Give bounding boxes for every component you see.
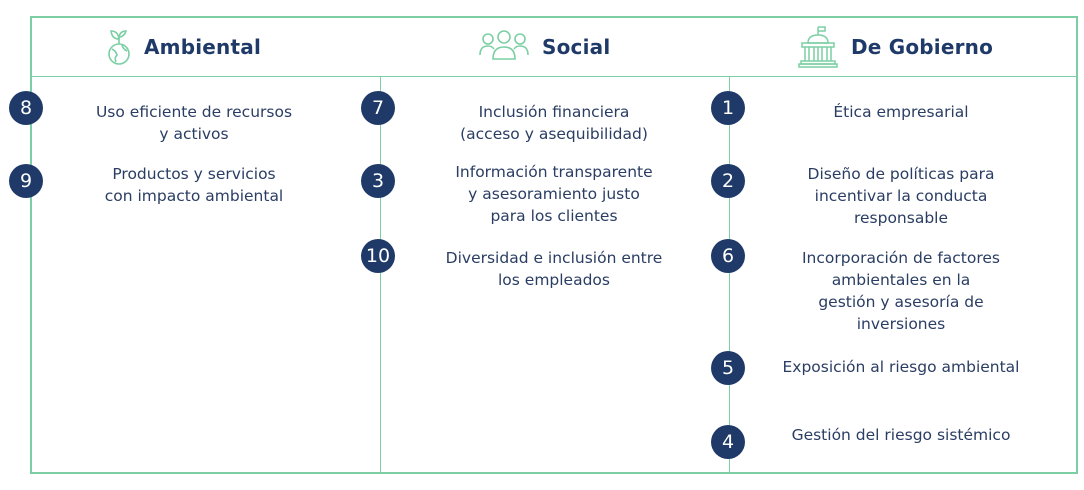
item-number-badge: 9 — [9, 164, 43, 198]
item-number-badge: 7 — [361, 91, 395, 125]
list-item: Uso eficiente de recursos y activos — [95, 103, 293, 143]
column-title: Ambiental — [144, 35, 262, 59]
column-divider-2 — [729, 76, 730, 472]
list-item: Inclusión financiera (acceso y asequibil… — [460, 103, 648, 143]
list-item: Ética empresarial — [833, 103, 969, 121]
list-item: Diseño de políticas para incentivar la c… — [807, 165, 995, 227]
item-number-badge: 2 — [711, 164, 745, 198]
item-number-badge: 5 — [711, 351, 745, 385]
list-item: Exposición al riesgo ambiental — [782, 358, 1020, 376]
government-building-icon — [797, 25, 839, 69]
item-number-badge: 6 — [711, 239, 745, 273]
list-item: Diversidad e inclusión entre los emplead… — [445, 249, 663, 289]
item-number-badge: 3 — [361, 164, 395, 198]
column-divider-1 — [380, 76, 381, 472]
list-item: Gestión del riesgo sistémico — [791, 426, 1011, 444]
people-group-icon — [478, 29, 530, 65]
header-ambiental: Ambiental — [106, 18, 261, 76]
list-item: Productos y servicios con impacto ambien… — [104, 165, 284, 205]
item-number-badge: 4 — [711, 425, 745, 459]
header-de-gobierno: De Gobierno — [797, 18, 993, 76]
column-title: De Gobierno — [851, 35, 994, 59]
list-item: Incorporación de factores ambientales en… — [801, 249, 1000, 333]
item-number-badge: 8 — [9, 91, 43, 125]
item-number-badge: 1 — [711, 91, 745, 125]
header-social: Social — [478, 18, 610, 76]
header-divider — [32, 76, 1076, 77]
list-item: Información transparente y asesoramiento… — [455, 163, 653, 225]
esg-table: Ambiental Social — [30, 16, 1078, 474]
plant-globe-icon — [106, 27, 132, 67]
item-number-badge: 10 — [361, 239, 395, 273]
column-title: Social — [542, 35, 611, 59]
